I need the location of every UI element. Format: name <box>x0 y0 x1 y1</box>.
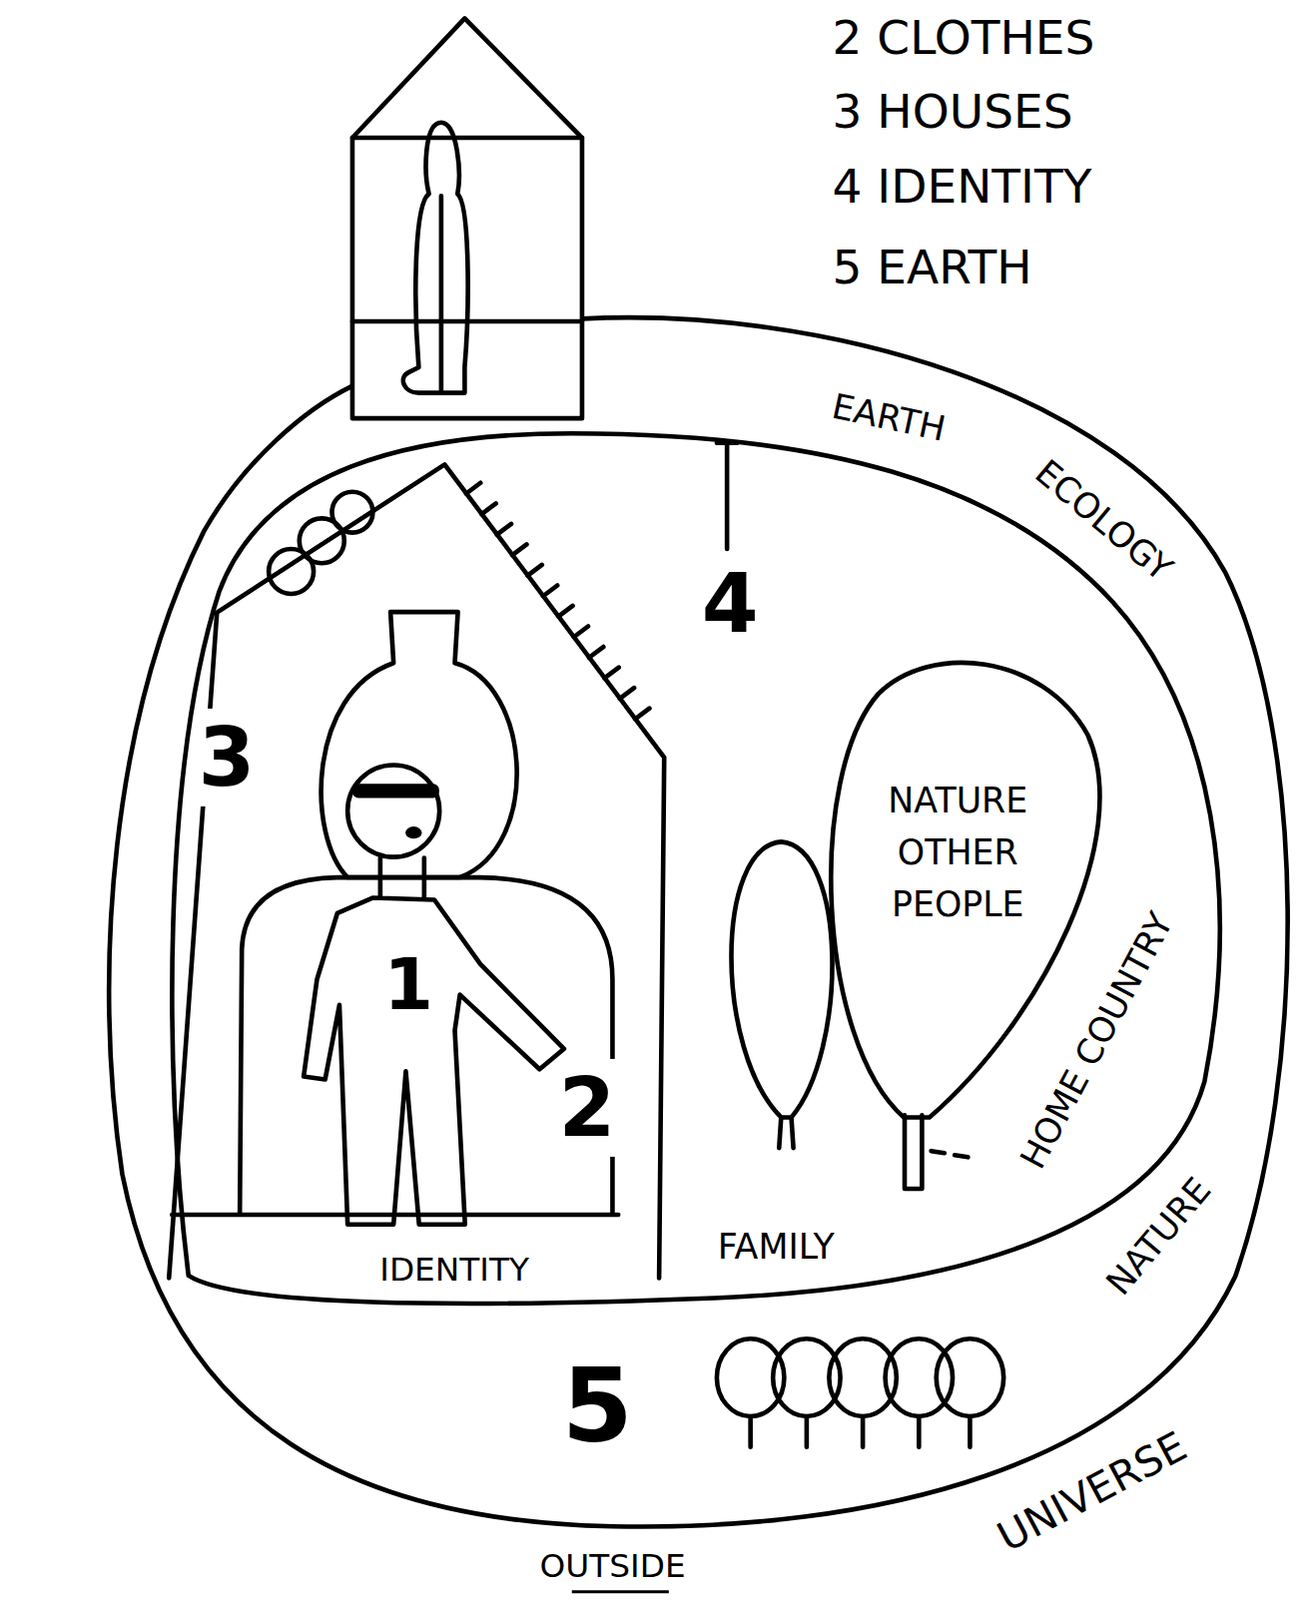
clothes-skin: 21 <box>232 872 622 1221</box>
top-house <box>352 17 583 419</box>
top-house-outline <box>352 17 583 419</box>
outline-path <box>172 434 1221 1305</box>
tree-crown <box>936 1338 1004 1417</box>
list-item: 4 IDENTITY <box>831 158 1092 215</box>
small-tree <box>730 841 832 1149</box>
person-skin: 1 <box>296 607 568 1231</box>
roof-ticks <box>466 483 651 720</box>
node-text: NATURE OTHER PEOPLE <box>847 774 1068 931</box>
outline-path <box>168 464 664 1279</box>
tree-crown <box>716 1338 784 1417</box>
node-text: HOME COUNTRY <box>1012 906 1183 1177</box>
node-text: 2 <box>557 1059 619 1158</box>
outline <box>101 301 1303 1537</box>
illustration-lines <box>268 443 1004 1448</box>
outline <box>296 607 568 1231</box>
outside-label: OUTSIDE <box>540 1547 686 1587</box>
node-text: FAMILY <box>717 1227 835 1270</box>
list-item: 5 EARTH <box>831 239 1032 296</box>
node-text: EARTH <box>827 386 949 452</box>
tree-crown <box>828 1338 896 1417</box>
top-house-figure <box>403 122 469 394</box>
node-text: 1 <box>383 942 434 1029</box>
mouth <box>405 826 422 839</box>
top-house-lines <box>352 137 583 322</box>
list-item: 3 HOUSES <box>831 83 1073 140</box>
outline <box>801 643 1109 1124</box>
identity-skin: 4FAMILYHOME COUNTRY3IDENTITY21NATURE OTH… <box>152 423 1251 1317</box>
eye-band <box>352 783 440 798</box>
outline-path <box>830 662 1100 1119</box>
underline <box>572 1590 669 1594</box>
callout-stem <box>716 443 737 550</box>
node-text: 3 <box>196 708 258 807</box>
nature-tree: NATURE OTHER PEOPLE <box>801 643 1109 1124</box>
roof-trees <box>268 492 373 595</box>
node-text: IDENTITY <box>379 1252 530 1292</box>
node-text: 4 <box>701 555 759 653</box>
tree-crown <box>331 492 373 534</box>
tree-crown <box>299 518 345 564</box>
house-skin: 3IDENTITY21 <box>158 449 674 1293</box>
outline-path <box>303 613 565 1227</box>
outline-path <box>239 877 613 1215</box>
tree-crown <box>268 549 314 595</box>
leader-dashes <box>931 1151 969 1158</box>
node-text: NATURE <box>1098 1170 1221 1305</box>
big-tree-trunk <box>904 1115 922 1190</box>
node-text: 5 <box>562 1345 634 1469</box>
list-item: 2 CLOTHES <box>831 9 1095 66</box>
tree-crown <box>885 1338 953 1417</box>
tree-trunks <box>750 1416 971 1448</box>
tree-crown <box>772 1338 840 1417</box>
outline-path <box>108 317 1289 1527</box>
node-text: ECOLOGY <box>1026 451 1181 590</box>
tree-row <box>716 1338 1004 1447</box>
outline <box>158 449 674 1293</box>
outside-label: UNIVERSE <box>990 1422 1196 1563</box>
earth-skin: EARTH ECOLOGY NATURE 5 4FAMILY HOME COUNTRY 3I… <box>101 301 1303 1537</box>
outline <box>232 872 622 1221</box>
